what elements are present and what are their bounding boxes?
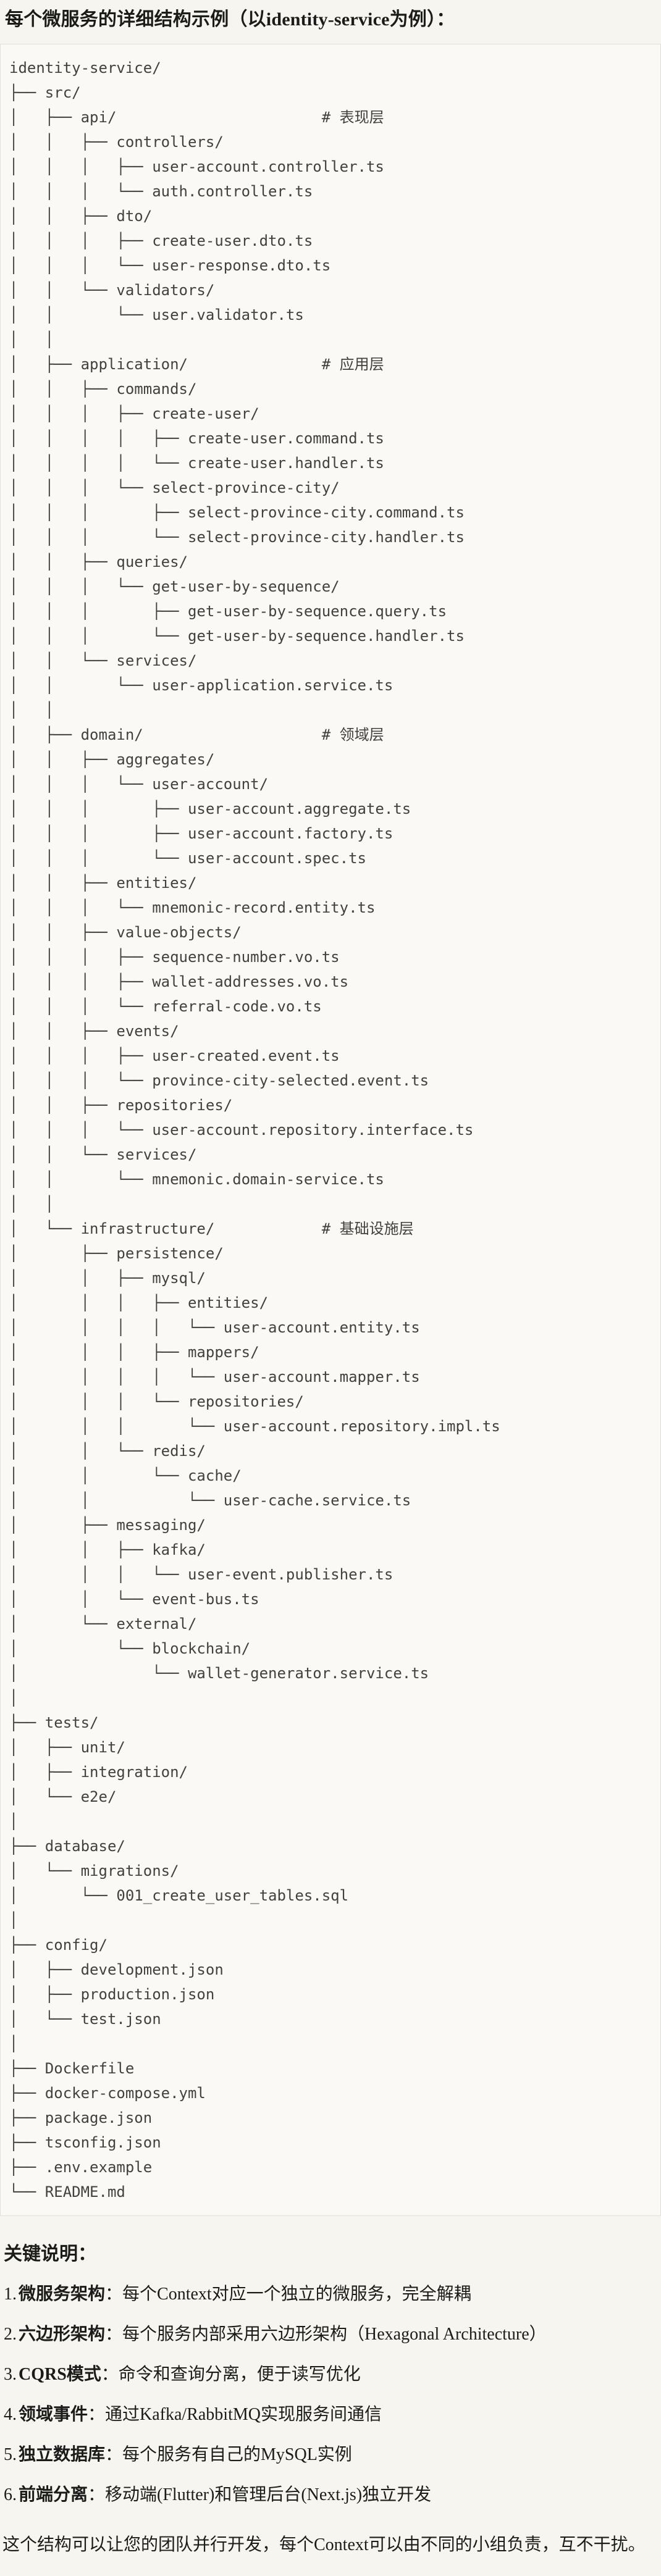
list-item-text: ：命令和查询分离，便于读写优化	[101, 2365, 361, 2384]
list-item-number: 4.	[4, 2405, 17, 2424]
list-item-number: 5.	[4, 2445, 17, 2464]
list-item-number: 1.	[4, 2285, 17, 2304]
list-item: 2.六边形架构：每个服务内部采用六边形架构（Hexagonal Architec…	[4, 2323, 655, 2346]
list-item: 6.前端分离：移动端(Flutter)和管理后台(Next.js)独立开发	[4, 2483, 655, 2507]
list-item-label: 前端分离	[19, 2485, 88, 2504]
list-item-text: ：通过Kafka/RabbitMQ实现服务间通信	[88, 2405, 382, 2424]
list-item-number: 6.	[4, 2485, 17, 2504]
notes-list: 1.微服务架构：每个Context对应一个独立的微服务，完全解耦 2.六边形架构…	[0, 2283, 661, 2507]
list-item: 1.微服务架构：每个Context对应一个独立的微服务，完全解耦	[4, 2283, 655, 2306]
list-item-label: CQRS模式	[19, 2365, 101, 2384]
list-item-text: ：每个服务有自己的MySQL实例	[105, 2445, 352, 2464]
list-item-text: ：每个服务内部采用六边形架构（Hexagonal Architecture）	[105, 2325, 547, 2344]
list-item: 3.CQRS模式：命令和查询分离，便于读写优化	[4, 2363, 655, 2386]
directory-tree-code-block: identity-service/ ├── src/ │ ├── api/ # …	[0, 44, 661, 2216]
closing-paragraph: 这个结构可以让您的团队并行开发，每个Context可以由不同的小组负责，互不干扰…	[2, 2535, 646, 2554]
list-item-number: 3.	[4, 2365, 17, 2384]
list-item-text: ：每个Context对应一个独立的微服务，完全解耦	[105, 2285, 471, 2304]
list-item-label: 微服务架构	[19, 2285, 106, 2304]
list-item: 5.独立数据库：每个服务有自己的MySQL实例	[4, 2443, 655, 2467]
page-title: 每个微服务的详细结构示例（以identity-service为例）：	[5, 9, 455, 30]
list-item: 4.领域事件：通过Kafka/RabbitMQ实现服务间通信	[4, 2403, 655, 2427]
list-item-label: 六边形架构	[19, 2325, 106, 2344]
notes-heading: 关键说明：	[4, 2244, 96, 2264]
list-item-label: 领域事件	[19, 2405, 88, 2424]
list-item-text: ：移动端(Flutter)和管理后台(Next.js)独立开发	[88, 2485, 432, 2504]
list-item-label: 独立数据库	[19, 2445, 106, 2464]
list-item-number: 2.	[4, 2325, 17, 2344]
